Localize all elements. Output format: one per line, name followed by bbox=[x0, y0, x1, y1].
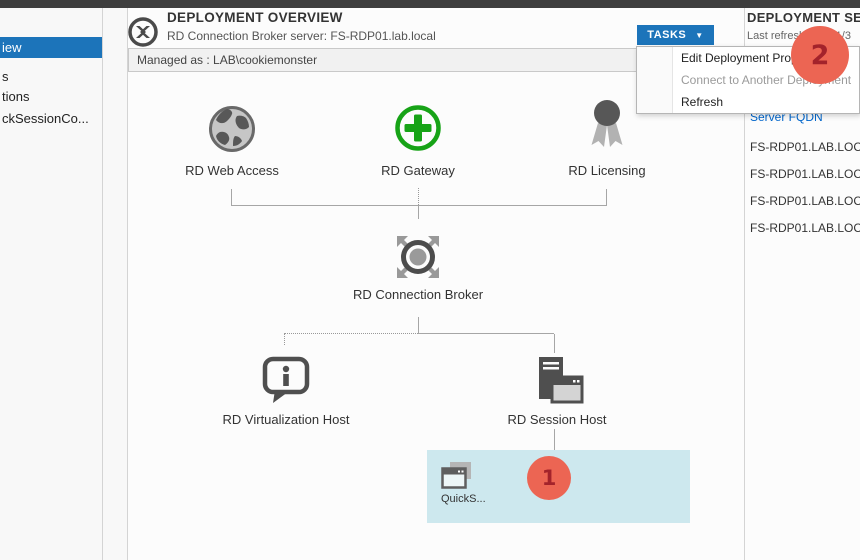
server-row[interactable]: FS-RDP01.LAB.LOCAL bbox=[750, 194, 860, 208]
sidebar-item-collections[interactable]: tions bbox=[0, 87, 102, 107]
green-plus-icon bbox=[393, 103, 443, 153]
rd-virtualization-host-node[interactable] bbox=[260, 355, 312, 403]
collection-label: QuickS... bbox=[441, 493, 486, 505]
rd-licensing-label: RD Licensing bbox=[507, 163, 707, 178]
server-row[interactable]: FS-RDP01.LAB.LOCAL bbox=[750, 140, 860, 154]
chevron-down-icon: ▼ bbox=[695, 31, 703, 40]
sidebar-item-label: iew bbox=[2, 40, 22, 55]
connector bbox=[554, 334, 555, 353]
tile-left-border bbox=[127, 8, 128, 560]
rd-gateway-label: RD Gateway bbox=[318, 163, 518, 178]
managed-as-text: Managed as : LAB\cookiemonster bbox=[137, 53, 317, 67]
window-top-bar bbox=[0, 0, 860, 8]
connector bbox=[418, 317, 419, 333]
servers-panel-title: DEPLOYMENT SERVERS bbox=[747, 10, 860, 25]
sidebar-item-overview[interactable]: iew bbox=[0, 37, 102, 58]
rd-web-access-label: RD Web Access bbox=[132, 163, 332, 178]
sidebar-item-servers[interactable]: s bbox=[0, 67, 102, 87]
menu-item-refresh[interactable]: Refresh bbox=[637, 91, 859, 113]
collection-windows-icon bbox=[441, 461, 473, 491]
rd-session-host-node[interactable] bbox=[530, 355, 584, 407]
rd-web-access-node[interactable] bbox=[207, 104, 257, 154]
rd-connection-broker-node[interactable] bbox=[392, 231, 444, 283]
page-title: DEPLOYMENT OVERVIEW bbox=[167, 10, 343, 25]
sidebar-item-label: s bbox=[2, 69, 9, 84]
rd-virtualization-host-label: RD Virtualization Host bbox=[186, 412, 386, 427]
sidebar-divider bbox=[102, 8, 103, 560]
connector bbox=[554, 429, 555, 450]
annotation-badge-2: 2 bbox=[791, 26, 849, 84]
connector bbox=[231, 205, 607, 206]
tasks-button[interactable]: TASKS ▼ bbox=[637, 25, 714, 45]
connector-dotted bbox=[418, 188, 419, 205]
tasks-button-label: TASKS bbox=[647, 29, 686, 41]
sidebar-item-quicksessioncollection[interactable]: ckSessionCo... bbox=[0, 109, 102, 129]
broker-arrows-icon bbox=[392, 231, 444, 283]
connector-dotted bbox=[284, 334, 285, 345]
sidebar-item-label: ckSessionCo... bbox=[2, 111, 89, 126]
connector-dotted bbox=[284, 333, 418, 334]
connector bbox=[231, 189, 232, 206]
info-bubble-icon bbox=[260, 355, 312, 403]
connector bbox=[418, 206, 419, 219]
rd-licensing-node[interactable] bbox=[584, 99, 630, 155]
sidebar-item-label: tions bbox=[2, 89, 29, 104]
connector bbox=[606, 189, 607, 206]
connector bbox=[418, 333, 554, 334]
globe-icon bbox=[207, 104, 257, 154]
server-row[interactable]: FS-RDP01.LAB.LOCAL bbox=[750, 221, 860, 235]
award-ribbon-icon bbox=[584, 99, 630, 155]
annotation-badge-1: 1 bbox=[527, 456, 571, 500]
rd-session-host-label: RD Session Host bbox=[457, 412, 657, 427]
server-window-icon bbox=[530, 355, 584, 407]
rds-deployment-icon bbox=[127, 16, 159, 48]
server-row[interactable]: FS-RDP01.LAB.LOCAL bbox=[750, 167, 860, 181]
rd-gateway-node[interactable] bbox=[393, 103, 443, 153]
page-subtitle: RD Connection Broker server: FS-RDP01.la… bbox=[167, 29, 436, 43]
rd-connection-broker-label: RD Connection Broker bbox=[318, 287, 518, 302]
